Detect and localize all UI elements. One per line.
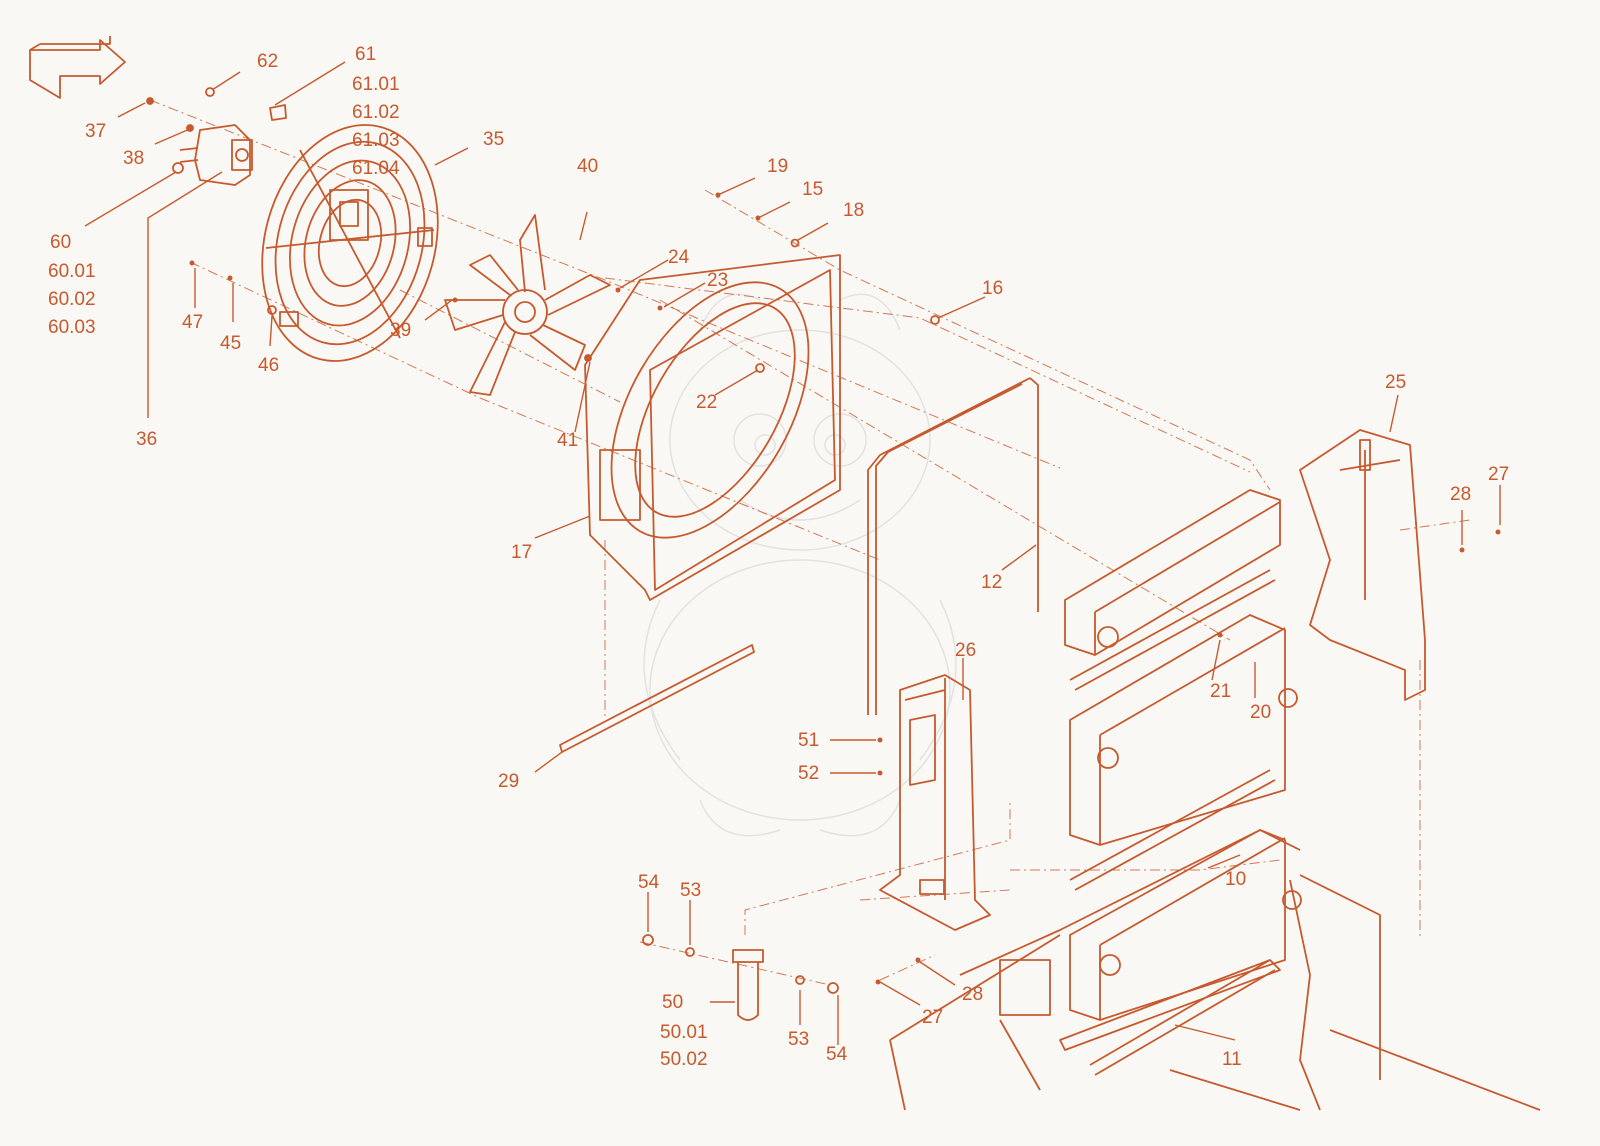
fan-guard xyxy=(261,124,439,362)
callout-60: 60 xyxy=(50,232,72,253)
callout-47: 47 xyxy=(182,312,204,333)
callout-53-left: 53 xyxy=(680,880,702,901)
base-frame xyxy=(889,829,1541,1111)
callout-51: 51 xyxy=(798,730,820,751)
callout-61-01: 61.01 xyxy=(352,74,400,95)
callout-16: 16 xyxy=(982,278,1004,299)
callout-46: 46 xyxy=(258,355,280,376)
callout-40: 40 xyxy=(577,156,599,177)
callout-39: 39 xyxy=(390,320,412,341)
callout-52: 52 xyxy=(798,763,820,784)
callout-61-04: 61.04 xyxy=(352,158,400,179)
callout-23: 23 xyxy=(707,270,729,291)
callout-36: 36 xyxy=(136,429,158,450)
callout-10: 10 xyxy=(1225,869,1247,890)
hydraulic-pump xyxy=(146,87,287,186)
callout-60-03: 60.03 xyxy=(48,317,96,338)
arrow-icon xyxy=(29,36,126,99)
callout-45: 45 xyxy=(220,333,242,354)
callout-28-lower: 28 xyxy=(962,984,984,1005)
callout-60-01: 60.01 xyxy=(48,261,96,282)
callout-62: 62 xyxy=(257,51,279,72)
leader-lines xyxy=(84,61,1501,1045)
callout-24: 24 xyxy=(668,247,690,268)
support-bracket-center xyxy=(879,674,991,931)
callout-17: 17 xyxy=(511,542,533,563)
callout-60-02: 60.02 xyxy=(48,289,96,310)
callout-19: 19 xyxy=(767,156,789,177)
callout-18: 18 xyxy=(843,200,865,221)
seal-strip-top xyxy=(867,377,1039,715)
callout-12: 12 xyxy=(981,572,1003,593)
callout-15: 15 xyxy=(802,179,824,200)
fan-shroud xyxy=(584,254,841,601)
callout-21: 21 xyxy=(1210,681,1232,702)
fan-blades xyxy=(444,214,611,396)
callout-53-right: 53 xyxy=(788,1029,810,1050)
callout-61: 61 xyxy=(355,44,377,65)
callout-54-left: 54 xyxy=(638,872,660,893)
callout-61-02: 61.02 xyxy=(352,102,400,123)
callout-41: 41 xyxy=(557,430,579,451)
callout-25: 25 xyxy=(1385,372,1407,393)
filter-housing xyxy=(642,934,839,1021)
callout-35: 35 xyxy=(483,129,505,150)
callout-38: 38 xyxy=(123,148,145,169)
side-bracket-right xyxy=(1299,429,1426,701)
seal-strip-bottom xyxy=(559,644,755,753)
callout-22: 22 xyxy=(696,392,718,413)
callout-50-01: 50.01 xyxy=(660,1022,708,1043)
oil-cooler-upper xyxy=(1064,489,1298,891)
callout-54-right: 54 xyxy=(826,1044,848,1065)
callout-50-02: 50.02 xyxy=(660,1049,708,1070)
callout-27-right: 27 xyxy=(1488,464,1510,485)
callout-11: 11 xyxy=(1222,1049,1242,1070)
callout-29: 29 xyxy=(498,771,520,792)
fasteners xyxy=(189,192,1501,985)
callout-50: 50 xyxy=(662,992,684,1013)
callout-27-lower: 27 xyxy=(922,1007,944,1028)
callout-28-right: 28 xyxy=(1450,484,1472,505)
callout-26: 26 xyxy=(955,640,977,661)
callout-61-03: 61.03 xyxy=(352,130,400,151)
callout-20: 20 xyxy=(1250,702,1272,723)
callout-37: 37 xyxy=(85,121,107,142)
